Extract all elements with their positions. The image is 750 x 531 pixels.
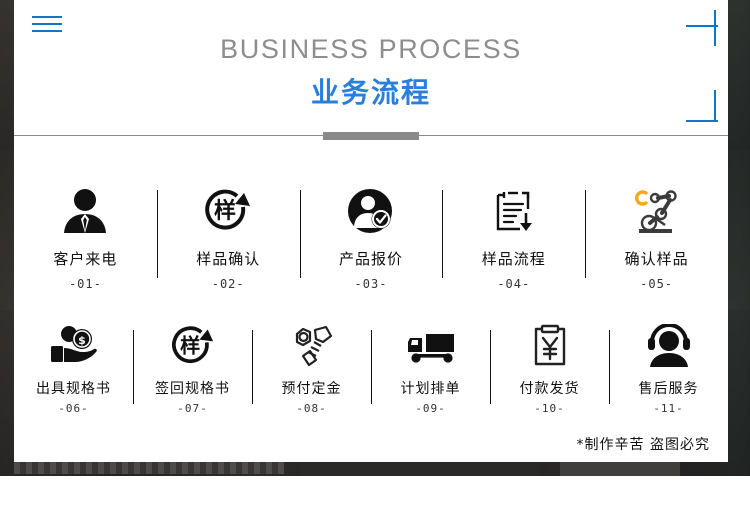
crosshair-horizontal <box>686 25 718 27</box>
headset-support-icon <box>640 322 698 370</box>
hamburger-line <box>32 30 62 32</box>
hamburger-icon[interactable] <box>32 16 62 34</box>
process-step-label: 样品确认 <box>196 250 261 268</box>
column-separator <box>442 190 444 278</box>
hand-money-icon: $ <box>45 322 103 370</box>
process-step-number: -03- <box>354 277 388 291</box>
process-step-number: -06- <box>58 402 89 415</box>
crosshair-vertical <box>714 10 716 46</box>
title-divider <box>14 132 728 140</box>
svg-text:样: 样 <box>180 333 200 357</box>
process-step-label: 付款发货 <box>519 381 580 397</box>
clipboard-yen-icon <box>521 322 579 370</box>
column-separator <box>585 190 587 278</box>
divider-bar <box>323 132 419 140</box>
process-row-1: 客户来电 -01- 样 样品确认 -02- <box>14 168 728 308</box>
svg-text:$: $ <box>78 334 86 347</box>
process-step-number: -04- <box>497 277 531 291</box>
corner-crosshair-top-icon <box>686 10 726 50</box>
process-step-09[interactable]: 计划排单 -09- <box>371 308 490 426</box>
column-separator <box>299 190 301 278</box>
column-separator <box>371 330 372 404</box>
column-separator <box>490 330 491 404</box>
column-separator <box>609 330 610 404</box>
process-step-10[interactable]: 付款发货 -10- <box>490 308 609 426</box>
truck-icon <box>402 322 460 370</box>
process-step-05[interactable]: 确认样品 -05- <box>585 168 728 308</box>
process-step-label: 计划排单 <box>400 381 461 397</box>
process-step-label: 出具规格书 <box>36 381 111 397</box>
column-separator <box>156 190 158 278</box>
svg-text:样: 样 <box>214 198 236 224</box>
process-step-label: 预付定金 <box>281 381 342 397</box>
copyright-note: *制作辛苦 盗图必究 <box>576 437 710 453</box>
process-step-01[interactable]: 客户来电 -01- <box>14 168 157 308</box>
process-step-label: 确认样品 <box>624 250 689 268</box>
crosshair-vertical <box>714 90 716 122</box>
process-step-02[interactable]: 样 样品确认 -02- <box>156 168 300 308</box>
process-step-07[interactable]: 样 签回规格书 -07- <box>133 308 252 426</box>
clipboard-download-icon <box>485 184 543 238</box>
column-separator <box>252 330 253 404</box>
process-step-number: -08- <box>296 402 327 415</box>
process-step-number: -02- <box>211 277 245 291</box>
hamburger-line <box>32 23 62 25</box>
process-step-11[interactable]: 售后服务 -11- <box>609 308 728 426</box>
process-step-number: -07- <box>177 402 208 415</box>
hamburger-line <box>32 16 62 18</box>
process-row-2: $ 出具规格书 -06- 样 <box>14 308 728 426</box>
process-step-number: -01- <box>68 277 102 291</box>
businessman-icon <box>56 184 114 238</box>
process-step-04[interactable]: 样品流程 -04- <box>442 168 585 308</box>
process-step-label: 产品报价 <box>338 250 403 268</box>
process-step-label: 售后服务 <box>638 381 699 397</box>
corner-crosshair-bottom-icon <box>686 90 726 130</box>
process-steps-grid: 客户来电 -01- 样 样品确认 -02- <box>14 168 728 426</box>
process-step-label: 客户来电 <box>53 250 118 268</box>
process-step-03[interactable]: 产品报价 -03- <box>299 168 443 308</box>
process-step-number: -09- <box>415 402 446 415</box>
process-step-number: -05- <box>640 277 674 291</box>
sample-refresh-icon: 样 <box>164 322 222 370</box>
column-separator <box>133 330 134 404</box>
robot-arm-icon <box>628 184 686 238</box>
sample-refresh-icon: 样 <box>199 184 257 238</box>
process-step-08[interactable]: 预付定金 -08- <box>252 308 371 426</box>
process-step-label: 样品流程 <box>481 250 546 268</box>
business-process-card: BUSINESS PROCESS 业务流程 <box>14 0 728 462</box>
process-step-06[interactable]: $ 出具规格书 -06- <box>14 308 133 426</box>
process-step-number: -10- <box>534 402 565 415</box>
process-step-label: 签回规格书 <box>155 381 230 397</box>
crosshair-horizontal <box>686 120 718 122</box>
page-title-chinese: 业务流程 <box>310 76 431 109</box>
bolt-nut-icon <box>283 322 341 370</box>
process-step-number: -11- <box>653 402 684 415</box>
page-title-english: BUSINESS PROCESS <box>220 34 522 64</box>
user-check-icon <box>342 184 400 238</box>
